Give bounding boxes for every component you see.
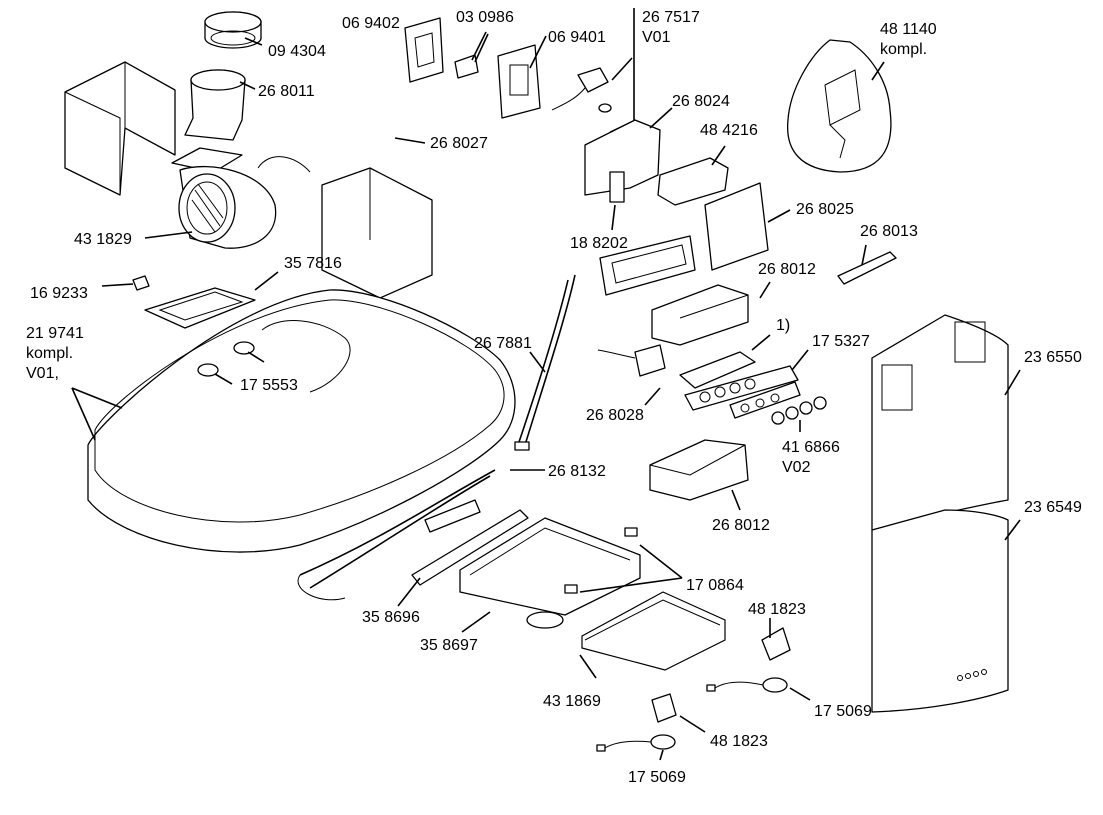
label-268028: 26 8028 <box>586 407 644 424</box>
label-094304: 09 4304 <box>268 43 326 60</box>
pcb-board-part <box>597 344 756 389</box>
label-v02: V02 <box>782 459 811 476</box>
mounting-plate-part <box>404 17 444 83</box>
transformer-part <box>657 157 729 206</box>
label-268132: 26 8132 <box>548 463 606 480</box>
terminal-plate-part <box>497 44 541 119</box>
label-416866: 41 6866 <box>782 439 840 456</box>
label-kompl-bag: kompl. <box>880 41 927 58</box>
mains-plug-cable-part <box>551 67 609 111</box>
label-v01-hood: V01, <box>26 365 59 382</box>
label-169233: 16 9233 <box>30 285 88 302</box>
label-219741: 21 9741 <box>26 325 84 342</box>
flange-ring-part <box>204 11 262 49</box>
label-268012-top: 26 8012 <box>758 261 816 278</box>
lower-chimney-part <box>871 509 1009 713</box>
label-069401: 06 9401 <box>548 29 606 46</box>
upper-chimney-part <box>871 314 1009 531</box>
blower-fan-part <box>171 147 311 249</box>
label-236549: 23 6549 <box>1024 499 1082 516</box>
label-236550: 23 6550 <box>1024 349 1082 366</box>
label-484216: 48 4216 <box>700 122 758 139</box>
label-188202: 18 8202 <box>570 235 628 252</box>
label-357816: 35 7816 <box>284 255 342 272</box>
label-268024: 26 8024 <box>672 93 730 110</box>
base-frame-part <box>459 517 641 629</box>
label-030986: 03 0986 <box>456 9 514 26</box>
label-267517: 26 7517 <box>642 9 700 26</box>
lamp-holder-part <box>424 499 481 533</box>
front-strip-part <box>729 381 801 419</box>
label-358696: 35 8696 <box>362 609 420 626</box>
plug-leader <box>611 57 633 81</box>
label-175553: 17 5553 <box>240 377 298 394</box>
light-frame-part <box>599 235 696 296</box>
clip-set-part <box>564 527 638 594</box>
lower-box-part <box>649 439 749 501</box>
label-170864: 17 0864 <box>686 577 744 594</box>
label-069402: 06 9402 <box>342 15 400 32</box>
label-481140: 48 1140 <box>880 21 937 38</box>
switch-part <box>454 31 487 79</box>
outlet-duct-part <box>184 69 246 141</box>
label-268027: 26 8027 <box>430 135 488 152</box>
label-431869: 43 1869 <box>543 693 601 710</box>
label-431829: 43 1829 <box>74 231 132 248</box>
label-175069-a: 17 5069 <box>814 703 872 720</box>
label-268013: 26 8013 <box>860 223 918 240</box>
label-175069-b: 17 5069 <box>628 769 686 786</box>
light-unit-a-part <box>706 627 791 693</box>
label-481823-a: 48 1823 <box>748 601 806 618</box>
knob-panel-part <box>684 365 799 411</box>
control-box-part <box>651 284 749 346</box>
button-set-part <box>771 396 827 425</box>
grease-filter-part <box>144 287 256 329</box>
light-unit-b-part <box>596 693 677 752</box>
label-268011: 26 8011 <box>258 83 315 100</box>
clip-part <box>132 275 150 291</box>
filter-pad-part <box>704 182 769 271</box>
label-175327: 17 5327 <box>812 333 870 350</box>
parts-bag-part <box>786 39 892 173</box>
label-267881: 26 7881 <box>474 335 532 352</box>
label-268012-bottom: 26 8012 <box>712 517 770 534</box>
label-v01-plug: V01 <box>642 29 671 46</box>
hood-canopy-part <box>87 167 516 553</box>
motor-housing-box-part <box>64 61 176 196</box>
capacitor-bracket-part <box>584 103 661 203</box>
label-268025: 26 8025 <box>796 201 854 218</box>
label-kompl-hood: kompl. <box>26 345 73 362</box>
label-note-1: 1) <box>776 317 790 334</box>
part-labels: 09 4304 26 8011 06 9402 03 0986 06 9401 … <box>26 9 1082 786</box>
wiring-loom-part <box>297 469 496 601</box>
grease-tray-part <box>581 591 726 671</box>
label-358697: 35 8697 <box>420 637 478 654</box>
cable-harness-part <box>514 274 576 451</box>
glass-holders-part <box>197 341 255 377</box>
bracket-bar-part <box>837 251 897 285</box>
label-481823-b: 48 1823 <box>710 733 768 750</box>
leader-lines <box>71 33 1021 761</box>
